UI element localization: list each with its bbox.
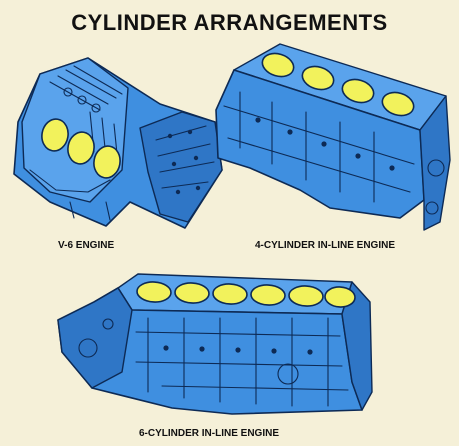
cylinder-bore: [136, 281, 172, 303]
cylinder-bore: [324, 286, 356, 308]
cylinder-bore: [67, 131, 95, 165]
cylinder-bore: [341, 78, 375, 104]
cylinder-bore: [288, 285, 324, 307]
cylinder-bore: [174, 282, 210, 304]
v6-engine-illustration: [13, 57, 223, 229]
cylinder-bore: [301, 65, 335, 91]
cylinder-bore: [250, 284, 286, 306]
cylinder-bore: [93, 145, 121, 179]
inline-4-engine-illustration: [215, 43, 451, 231]
inline-6-engine-illustration: [57, 273, 373, 415]
v6-engine-caption: V-6 ENGINE: [58, 240, 115, 251]
cylinder-bore: [381, 91, 415, 117]
cylinder-bore: [41, 118, 69, 152]
cylinder-bore: [261, 52, 295, 78]
page-title: CYLINDER ARRANGEMENTS: [71, 10, 388, 35]
cylinder-bore: [212, 283, 248, 305]
inline-4-engine-caption: 4-CYLINDER IN-LINE ENGINE: [255, 240, 396, 251]
inline-6-engine-caption: 6-CYLINDER IN-LINE ENGINE: [139, 428, 280, 439]
